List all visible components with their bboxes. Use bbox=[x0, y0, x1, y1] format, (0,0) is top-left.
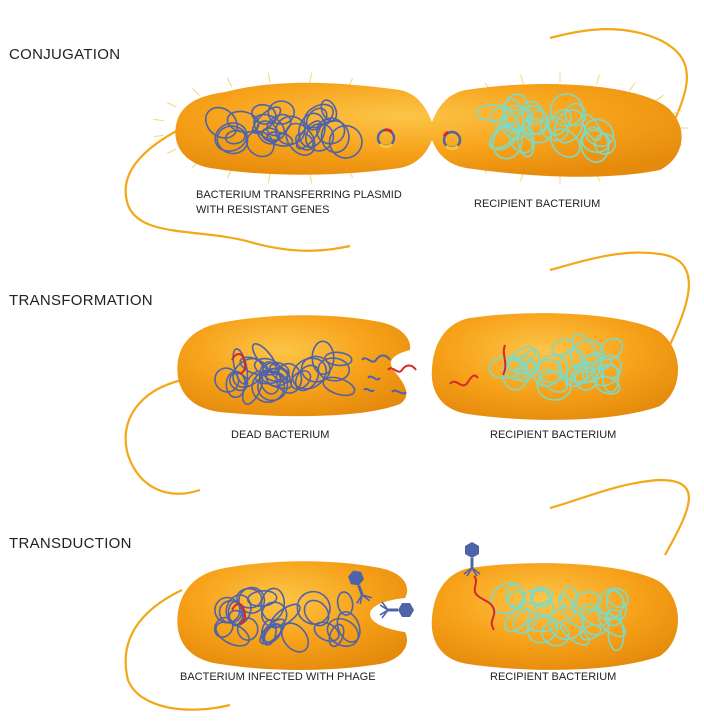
recipient-caption: RECIPIENT BACTERIUM bbox=[490, 670, 616, 685]
pilus bbox=[167, 103, 176, 108]
pilus bbox=[167, 149, 176, 154]
pilus bbox=[655, 95, 663, 101]
pilus bbox=[154, 119, 164, 121]
pilus bbox=[192, 88, 199, 95]
flagellum bbox=[550, 480, 689, 555]
pilus bbox=[268, 73, 270, 83]
infected-bacterium bbox=[177, 561, 407, 670]
recipient-caption: RECIPIENT BACTERIUM bbox=[474, 197, 600, 212]
pilus bbox=[310, 73, 312, 83]
pilus bbox=[154, 135, 164, 137]
recipient-caption: RECIPIENT BACTERIUM bbox=[490, 428, 616, 443]
pilus bbox=[520, 75, 523, 85]
section-title-transformation: TRANSFORMATION bbox=[9, 292, 153, 309]
dead-bacterium-caption: DEAD BACTERIUM bbox=[231, 428, 329, 443]
pilus bbox=[629, 83, 635, 91]
transformation-panel bbox=[126, 253, 689, 494]
donor-caption: BACTERIUM TRANSFERRING PLASMID WITH RESI… bbox=[196, 188, 402, 218]
section-title-transduction: TRANSDUCTION bbox=[9, 535, 132, 552]
donor-caption-line1: BACTERIUM TRANSFERRING PLASMID bbox=[196, 188, 402, 203]
recipient-bacterium bbox=[432, 563, 678, 670]
pilus bbox=[227, 78, 232, 87]
pilus bbox=[268, 173, 270, 183]
pilus bbox=[596, 75, 599, 85]
recipient-bacterium bbox=[432, 313, 678, 420]
infected-bacterium-caption: BACTERIUM INFECTED WITH PHAGE bbox=[180, 670, 376, 685]
pilus bbox=[310, 173, 312, 183]
section-title-conjugation: CONJUGATION bbox=[9, 46, 120, 63]
phage-icon bbox=[380, 602, 414, 618]
donor-bacterium bbox=[175, 83, 681, 177]
donor-caption-line2: WITH RESISTANT GENES bbox=[196, 203, 402, 218]
